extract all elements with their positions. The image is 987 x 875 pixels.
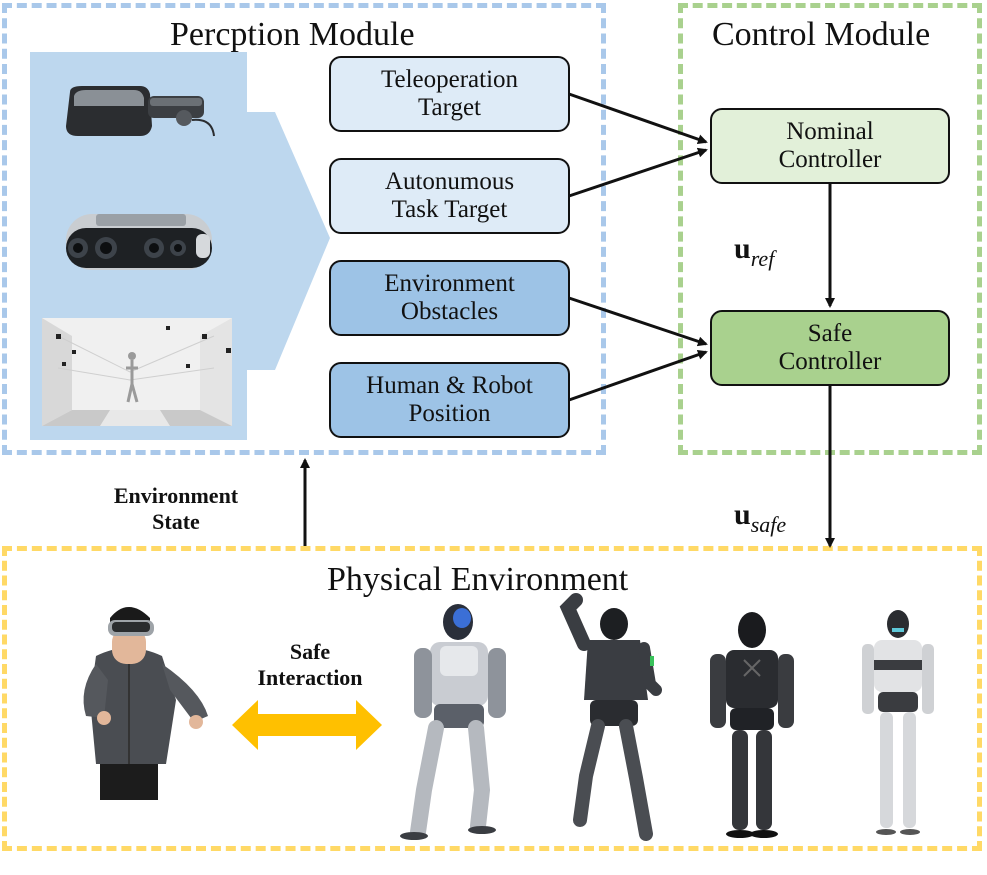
teleoperation-target-line2: Target <box>417 94 482 121</box>
perception-module-title: Percption Module <box>170 16 415 53</box>
autonomous-task-target-box: Autonumous Task Target <box>329 158 570 234</box>
u-ref-label: uref <box>734 234 774 270</box>
safe-interaction-line2: Interaction <box>257 665 363 690</box>
humanoid-robot-2-figure <box>559 593 662 841</box>
human-operator-figure <box>83 607 208 800</box>
teleoperation-target-line1: Teleoperation <box>380 66 519 93</box>
arrow-obstacles-to-safe <box>568 296 708 347</box>
u-safe-label: usafe <box>734 500 786 536</box>
nominal-controller-box: Nominal Controller <box>710 108 950 184</box>
physical-environment-region <box>2 546 982 851</box>
safe-interaction-label: Safe Interaction <box>240 639 380 691</box>
arrow-teleop-to-nominal <box>568 92 708 145</box>
environment-state-line2: State <box>152 509 200 534</box>
safe-interaction-double-arrow <box>232 700 382 750</box>
nominal-controller-line1: Nominal <box>786 118 874 145</box>
motion-capture-room-icon <box>42 318 232 426</box>
humanoid-robot-4-figure <box>862 610 934 835</box>
human-robot-position-box: Human & Robot Position <box>329 362 570 438</box>
humanoid-robot-1-figure <box>400 604 506 840</box>
autonomous-task-target-line1: Autonumous <box>384 168 515 195</box>
safe-controller-box: Safe Controller <box>710 310 950 386</box>
environment-state-line1: Environment <box>113 483 239 508</box>
safe-interaction-line1: Safe <box>289 639 331 664</box>
safe-controller-line2: Controller <box>778 348 882 375</box>
human-robot-position-line1: Human & Robot <box>366 372 533 399</box>
physical-environment-title: Physical Environment <box>327 561 629 598</box>
safe-controller-line1: Safe <box>807 320 853 347</box>
u-ref-subscript: ref <box>750 246 775 271</box>
control-module-title: Control Module <box>712 16 931 53</box>
arrow-autonomous-to-nominal <box>568 147 708 198</box>
depth-camera-icon <box>66 214 212 270</box>
perception-module-region <box>2 3 606 455</box>
teleoperation-target-box: Teleoperation Target <box>329 56 570 132</box>
arrow-position-to-safe <box>568 349 708 402</box>
u-ref-symbol: u <box>734 232 751 265</box>
environment-obstacles-line1: Environment <box>384 270 515 297</box>
human-robot-position-line2: Position <box>408 400 491 427</box>
environment-obstacles-box: Environment Obstacles <box>329 260 570 336</box>
environment-state-label: Environment State <box>86 483 266 535</box>
vr-headset-icon <box>66 86 215 137</box>
environment-obstacles-line2: Obstacles <box>400 298 499 325</box>
autonomous-task-target-line2: Task Target <box>391 196 508 223</box>
humanoid-robot-3-figure <box>710 612 794 838</box>
u-safe-subscript: safe <box>750 512 787 537</box>
nominal-controller-line2: Controller <box>778 146 882 173</box>
u-safe-symbol: u <box>734 498 751 531</box>
